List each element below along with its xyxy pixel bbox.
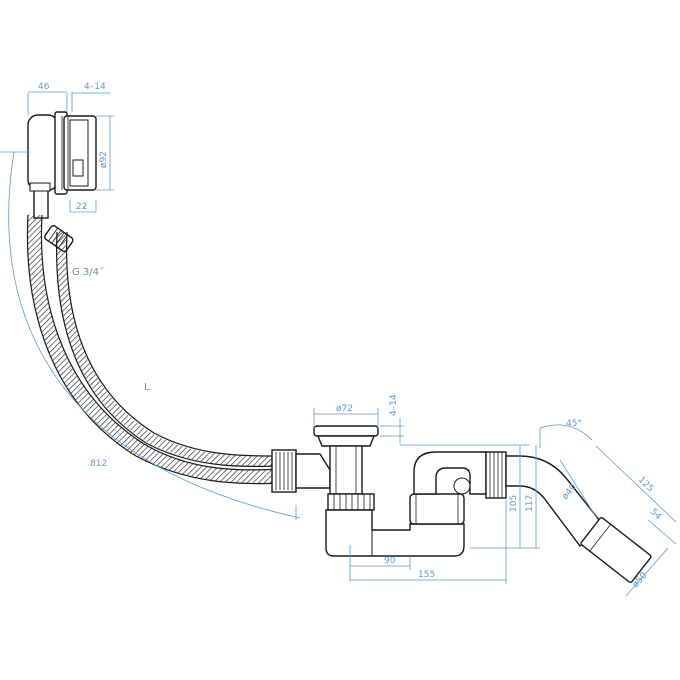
- length-label: L: [144, 382, 150, 393]
- dim-wall-range-drain: 4–14: [389, 394, 399, 416]
- dim-overflow-depth: 46: [38, 82, 50, 92]
- side-connector: G 3/4˝: [44, 225, 104, 278]
- dim-trap-offset-90: 90: [384, 556, 396, 566]
- dim-outlet-length-54: 54: [648, 507, 663, 522]
- overflow-unit: [27, 111, 97, 219]
- dim-outlet-angle: 45°: [566, 419, 582, 429]
- dim-drain-diameter: ø72: [336, 404, 353, 414]
- dimension-lines: [0, 91, 677, 597]
- dim-trap-offset-155: 155: [418, 570, 435, 580]
- trap-outlet: [409, 451, 652, 584]
- dim-outlet-length-125: 125: [636, 475, 655, 494]
- dim-hose-length: 812: [90, 459, 107, 469]
- dim-overflow-inner: 22: [76, 202, 87, 212]
- corrugated-hose: [26, 214, 283, 485]
- dim-trap-height-105: 105: [509, 495, 519, 512]
- dim-overflow-diameter: ø92: [99, 151, 109, 168]
- drain-assembly: [271, 425, 465, 557]
- dim-wall-range-top: 4–14: [84, 82, 106, 92]
- thread-label: G 3/4˝: [72, 266, 104, 278]
- dim-trap-height-117: 117: [525, 495, 535, 512]
